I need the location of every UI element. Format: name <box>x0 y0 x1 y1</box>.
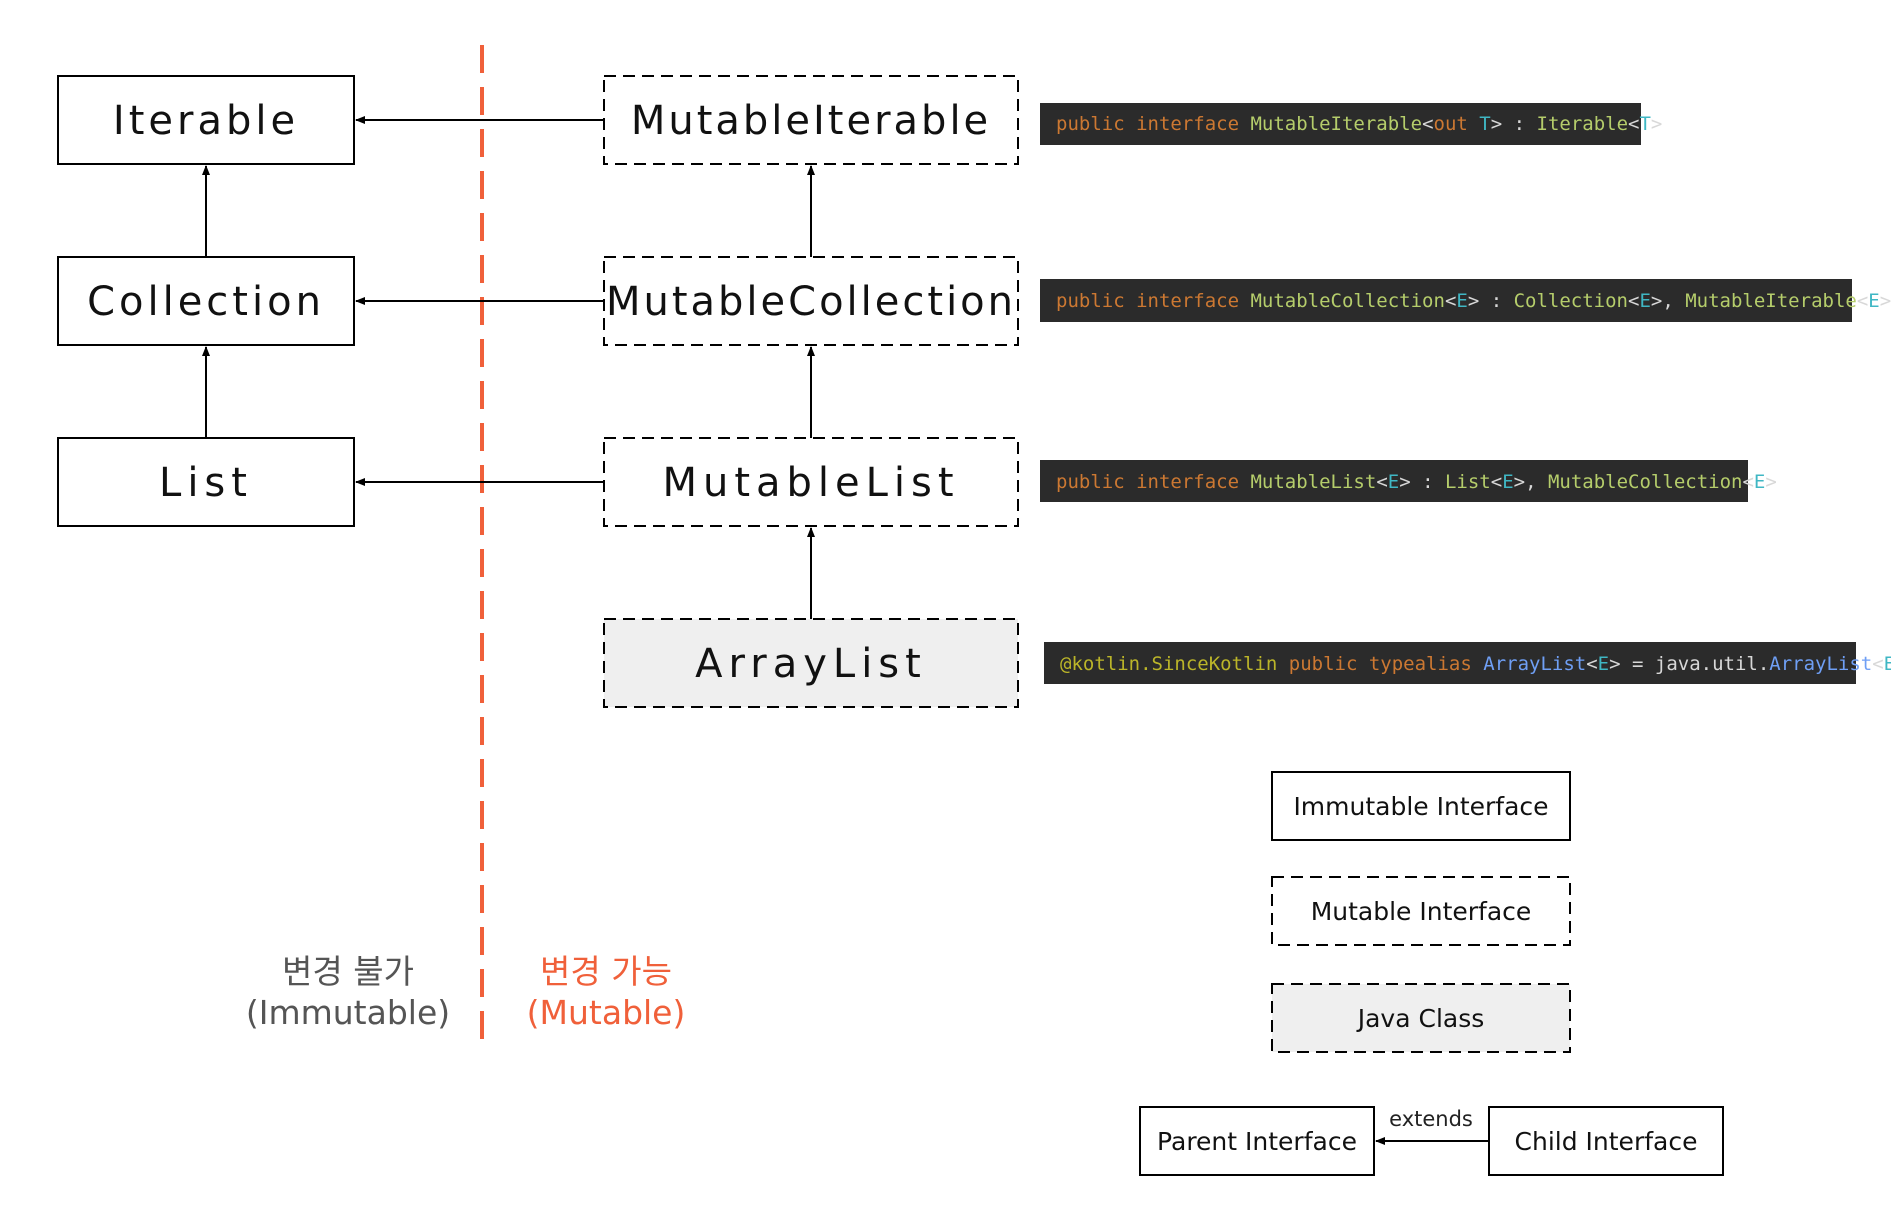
node-mutable-iterable: MutableIterable <box>603 75 1019 165</box>
code-token: MutableIterable <box>1250 113 1422 135</box>
code-token: > = <box>1609 653 1655 675</box>
code-token: Collection <box>1514 290 1628 312</box>
code-token: MutableIterable <box>1685 290 1857 312</box>
code-token: ArrayList <box>1769 653 1872 675</box>
node-mutable-list-label: MutableList <box>662 460 959 506</box>
code-token: > <box>1880 290 1891 312</box>
code-token: > <box>1765 471 1776 493</box>
legend-mutable-interface: Mutable Interface <box>1271 876 1571 946</box>
code-token: > : <box>1491 113 1537 135</box>
code-snippet-text: public interface MutableIterable<out T> … <box>1056 113 1662 135</box>
code-token: E <box>1884 653 1891 675</box>
code-snippet-mutable-collection: public interface MutableCollection<E> : … <box>1040 279 1891 322</box>
legend-extends-label: extends <box>1389 1107 1473 1131</box>
node-mutable-iterable-label: MutableIterable <box>631 98 991 144</box>
code-token: < <box>1586 653 1597 675</box>
legend-child-interface: Child Interface <box>1488 1106 1724 1176</box>
code-token: E <box>1388 471 1399 493</box>
node-array-list: ArrayList <box>603 618 1019 708</box>
node-mutable-collection: MutableCollection <box>603 256 1019 346</box>
code-token: Iterable <box>1537 113 1629 135</box>
code-token: public typealias <box>1289 653 1483 675</box>
legend-immutable-label: Immutable Interface <box>1293 792 1548 821</box>
node-array-list-label: ArrayList <box>695 641 927 687</box>
code-snippet-text: public interface MutableCollection<E> : … <box>1056 290 1891 312</box>
code-token: > <box>1651 113 1662 135</box>
legend-parent-label: Parent Interface <box>1157 1127 1357 1156</box>
node-collection-label: Collection <box>87 279 325 325</box>
code-token: T <box>1639 113 1650 135</box>
node-list: List <box>57 437 355 527</box>
code-token: E <box>1598 653 1609 675</box>
code-token: MutableCollection <box>1548 471 1742 493</box>
code-snippet-mutable-list: public interface MutableList<E> : List<E… <box>1040 460 1777 502</box>
code-token: E <box>1639 290 1650 312</box>
code-token: < <box>1422 113 1433 135</box>
node-iterable-label: Iterable <box>113 98 299 144</box>
code-token: < <box>1857 290 1868 312</box>
code-token: MutableCollection <box>1250 290 1444 312</box>
code-token: @kotlin.SinceKotlin <box>1060 653 1289 675</box>
code-token: >, <box>1514 471 1548 493</box>
code-token: E <box>1754 471 1765 493</box>
code-token: >, <box>1651 290 1685 312</box>
code-token: > : <box>1468 290 1514 312</box>
node-mutable-collection-label: MutableCollection <box>606 279 1016 325</box>
code-snippet-text: @kotlin.SinceKotlin public typealias Arr… <box>1060 653 1891 675</box>
legend-mutable-label: Mutable Interface <box>1311 897 1532 926</box>
code-token: E <box>1456 290 1467 312</box>
immutable-caption-line1: 변경 불가 <box>282 952 414 991</box>
code-snippet-array-list: @kotlin.SinceKotlin public typealias Arr… <box>1044 642 1891 684</box>
code-token: < <box>1742 471 1753 493</box>
legend-java-class: Java Class <box>1271 983 1571 1053</box>
legend-immutable-interface: Immutable Interface <box>1271 771 1571 841</box>
code-token: MutableList <box>1250 471 1376 493</box>
immutable-caption-line2: (Immutable) <box>246 993 450 1032</box>
code-token: > : <box>1399 471 1445 493</box>
code-token: < <box>1376 471 1387 493</box>
code-token: java.util. <box>1655 653 1769 675</box>
code-token: out <box>1434 113 1480 135</box>
code-token: public interface <box>1056 471 1250 493</box>
code-snippet-mutable-iterable: public interface MutableIterable<out T> … <box>1040 103 1662 145</box>
node-list-label: List <box>159 460 253 506</box>
mutable-caption-line2: (Mutable) <box>527 993 686 1032</box>
legend: Immutable Interface Mutable Interface Ja… <box>1139 771 1724 1176</box>
node-collection: Collection <box>57 256 355 346</box>
code-token: public interface <box>1056 290 1250 312</box>
code-token: T <box>1479 113 1490 135</box>
code-token: List <box>1445 471 1491 493</box>
code-token: < <box>1445 290 1456 312</box>
mutable-caption-line1: 변경 가능 <box>540 952 672 991</box>
code-token: public interface <box>1056 113 1250 135</box>
legend-parent-interface: Parent Interface <box>1139 1106 1375 1176</box>
code-token: ArrayList <box>1483 653 1586 675</box>
code-token: < <box>1628 113 1639 135</box>
legend-java-class-label: Java Class <box>1356 1004 1485 1033</box>
node-mutable-list: MutableList <box>603 437 1019 527</box>
legend-child-label: Child Interface <box>1515 1127 1698 1156</box>
code-token: E <box>1502 471 1513 493</box>
code-token: < <box>1491 471 1502 493</box>
code-snippet-text: public interface MutableList<E> : List<E… <box>1056 471 1777 493</box>
code-token: < <box>1872 653 1883 675</box>
code-token: E <box>1868 290 1879 312</box>
code-token: < <box>1628 290 1639 312</box>
node-iterable: Iterable <box>57 75 355 165</box>
